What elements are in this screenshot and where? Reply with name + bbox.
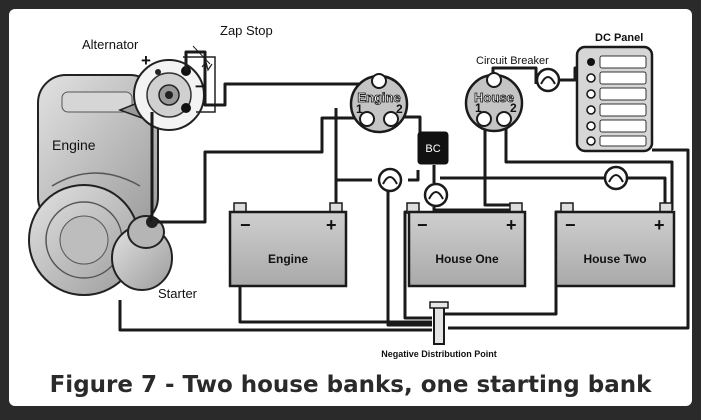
battery-combiner-label: BC	[425, 143, 440, 155]
circuit-breaker-label: Circuit Breaker	[476, 55, 549, 67]
battery-house-one-neg: −	[417, 215, 428, 235]
alternator-label: Alternator	[82, 37, 139, 52]
breaker-dc-panel	[535, 67, 561, 93]
figure-caption: Figure 7 - Two house banks, one starting…	[49, 372, 652, 398]
zap-stop-label: Zap Stop	[220, 23, 273, 38]
engine-switch-label: Engine	[357, 90, 400, 105]
battery-engine-neg: −	[240, 215, 251, 235]
battery-engine-label: Engine	[268, 252, 308, 266]
house-switch-label: House	[474, 90, 514, 105]
engine-block	[28, 74, 173, 296]
engine-switch-pos1: 1	[356, 102, 363, 116]
battery-engine-pos: +	[326, 215, 337, 235]
battery-house-two: − + House Two	[554, 202, 676, 288]
breaker-engine	[377, 167, 403, 193]
battery-house-two-label: House Two	[583, 252, 646, 266]
dc-panel-label: DC Panel	[595, 32, 643, 44]
breaker-house-two	[603, 165, 629, 191]
alternator-minus-sign: −	[195, 77, 205, 96]
battery-house-one: − + House One	[406, 202, 527, 288]
battery-combiner: BC	[417, 131, 449, 165]
alternator-plus-sign: +	[141, 51, 151, 70]
breaker-house-one	[423, 182, 449, 208]
house-switch: House 1 2	[464, 72, 524, 133]
alternator-negative-terminal	[181, 103, 191, 113]
engine-block-label: Engine	[52, 137, 96, 153]
battery-house-one-pos: +	[506, 215, 517, 235]
negative-distribution-label: Negative Distribution Point	[381, 349, 497, 359]
battery-house-two-pos: +	[654, 215, 665, 235]
negative-distribution-point	[429, 301, 449, 345]
engine-switch: Engine 1 2	[349, 73, 409, 134]
alternator	[133, 59, 205, 131]
starter-label: Starter	[158, 286, 198, 301]
battery-engine: − + Engine	[228, 202, 348, 288]
house-switch-pos1: 1	[475, 101, 482, 115]
dc-panel	[575, 45, 654, 153]
house-switch-pos2: 2	[510, 101, 517, 115]
engine-switch-pos2: 2	[396, 102, 403, 116]
battery-house-two-neg: −	[565, 215, 576, 235]
battery-house-one-label: House One	[435, 252, 499, 266]
circuit-breakers	[377, 67, 629, 208]
